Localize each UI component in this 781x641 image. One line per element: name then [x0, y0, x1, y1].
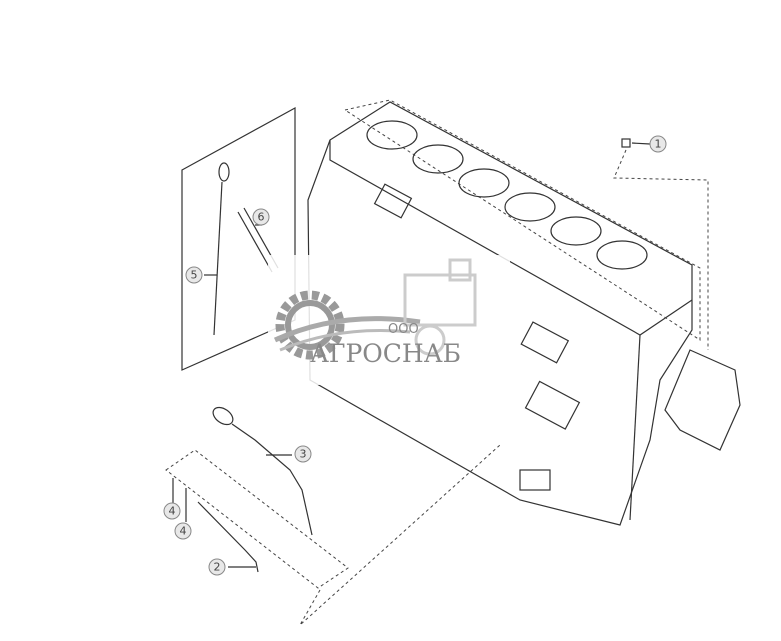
callout-4b: 4: [174, 522, 192, 540]
combine-harvester-icon: [403, 258, 477, 356]
callout-6: 6: [252, 208, 270, 226]
cylinder-bore: [596, 240, 648, 270]
svg-text:2: 2: [214, 561, 221, 574]
watermark-logo: ООО АГРОСНАБ: [268, 255, 510, 385]
callout-1: 1: [649, 135, 667, 153]
svg-text:1: 1: [655, 138, 662, 151]
svg-text:5: 5: [191, 269, 198, 282]
part-1-plug: [613, 138, 709, 350]
callout-3: 3: [294, 445, 312, 463]
cylinder-bore: [412, 144, 464, 174]
cylinder-bore: [366, 120, 418, 150]
callout-4a: 4: [163, 502, 181, 520]
callout-2: 2: [208, 558, 226, 576]
cylinder-bore: [458, 168, 510, 198]
svg-text:ООО: ООО: [388, 322, 419, 337]
svg-text:6: 6: [258, 211, 265, 224]
gear-icon: [275, 290, 345, 360]
svg-text:3: 3: [300, 448, 307, 461]
part-3-dipstick: [212, 406, 313, 536]
svg-text:4: 4: [180, 525, 187, 538]
callout-5: 5: [185, 266, 203, 284]
cylinder-bore: [550, 216, 602, 246]
part-2-tube: [165, 444, 501, 626]
svg-text:АГРОСНАБ: АГРОСНАБ: [310, 339, 461, 368]
svg-text:4: 4: [169, 505, 176, 518]
cylinder-bore: [504, 192, 556, 222]
